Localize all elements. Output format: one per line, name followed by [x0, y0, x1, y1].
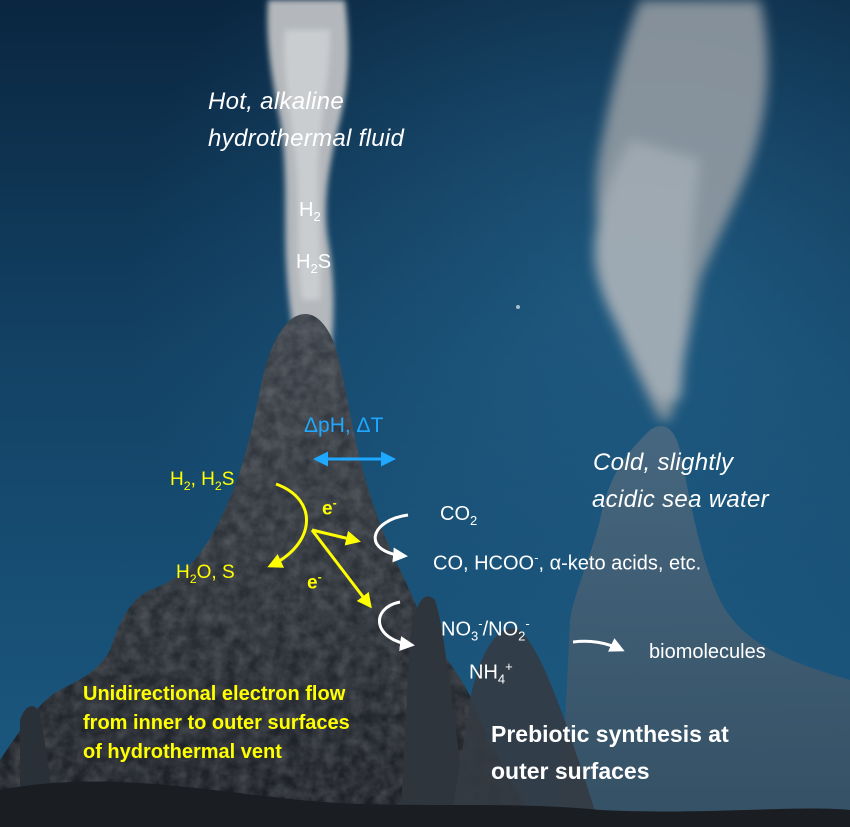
co2-label: CO2 [440, 503, 478, 528]
electron-arrow-upper [311, 528, 361, 546]
gradient-label: ΔpH, ΔT [304, 414, 384, 437]
nitrate-reduction-arrow [378, 600, 415, 651]
left-smoke-plume [267, 0, 349, 360]
hot-fluid-label-line2: hydrothermal fluid [208, 125, 405, 152]
nitrate-nitrite-label: NO3-/NO2- [441, 616, 530, 644]
right-distant-chimney [560, 426, 850, 827]
carbon-products-label: CO, HCOO-, α-keto acids, etc. [433, 550, 702, 575]
h2s-label: H2S [296, 251, 332, 276]
cold-water-label-line2: acidic sea water [592, 486, 769, 513]
electron-arrow-lower [310, 529, 372, 609]
biomolecule-arrow [572, 638, 625, 652]
rock-foreground [0, 781, 850, 827]
cold-water-label-line1: Cold, slightly [593, 449, 734, 476]
prebiotic-line1: Prebiotic synthesis at [491, 721, 729, 747]
co2-reduction-arrow [373, 513, 409, 563]
electron-donors-label: H2, H2S [170, 469, 235, 493]
electron-label-upper: e- [322, 496, 337, 520]
biomolecules-label: biomolecules [649, 641, 766, 663]
h2-label: H2 [299, 199, 321, 224]
oxidation-curved-arrow [267, 482, 308, 568]
chimney-texture [0, 314, 540, 827]
electron-flow-line3: of hydrothermal vent [83, 741, 282, 763]
small-spire-right [450, 628, 600, 827]
electron-flow-line2: from inner to outer surfaces [83, 712, 350, 734]
particle-dot [516, 305, 520, 309]
small-spire-center [400, 596, 470, 827]
prebiotic-line2: outer surfaces [491, 758, 650, 784]
hot-fluid-label-line1: Hot, alkaline [208, 88, 344, 115]
oxidized-products-label: H2O, S [176, 562, 235, 586]
ammonium-label: NH4+ [469, 659, 513, 687]
electron-label-lower: e- [307, 570, 322, 594]
right-smoke-plume [594, 0, 768, 420]
electron-flow-line1: Unidirectional electron flow [83, 683, 346, 705]
